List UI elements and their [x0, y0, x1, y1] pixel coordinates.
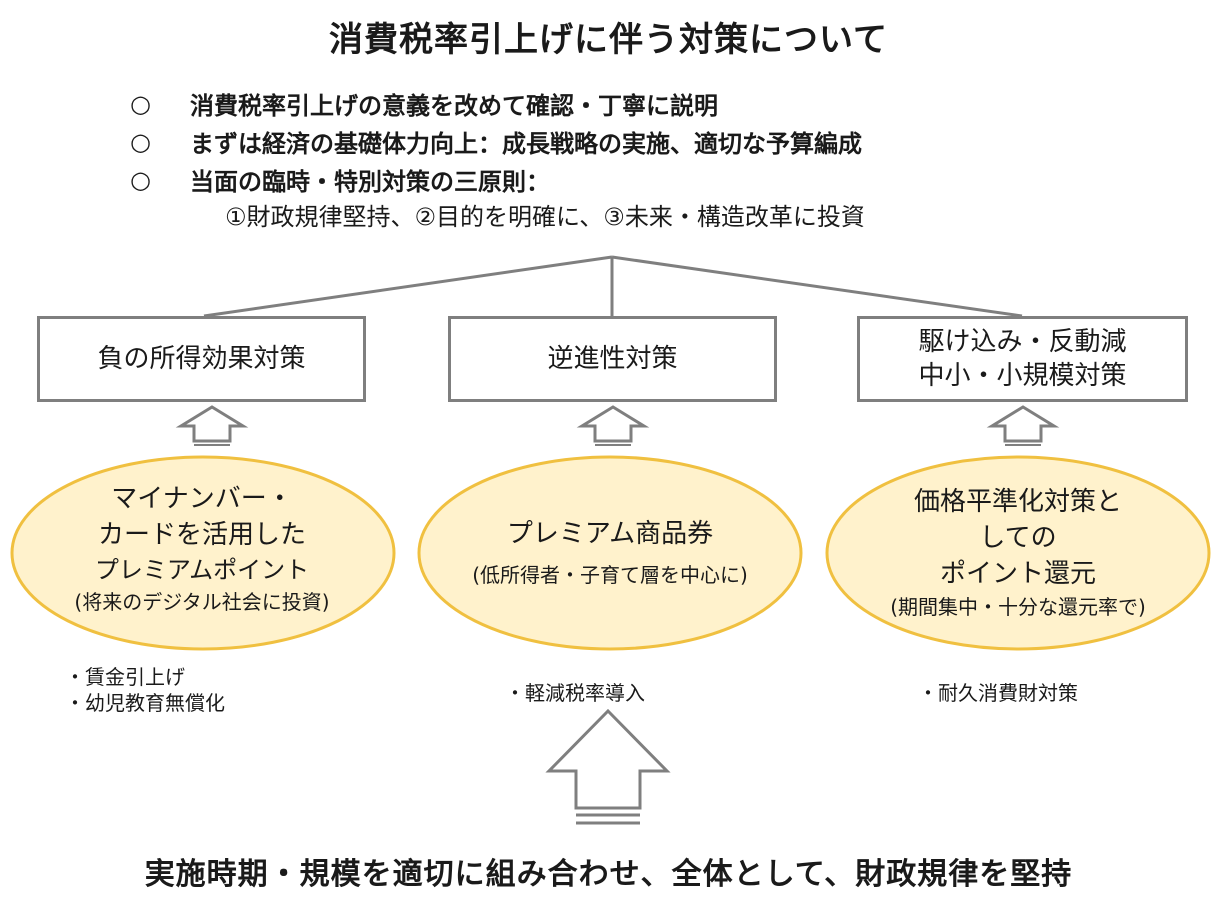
box-label: 負の所得効果対策 — [97, 344, 306, 374]
circle-bullet-icon: ○ — [130, 165, 151, 194]
notes-right: ・耐久消費財対策 — [918, 680, 1078, 706]
box-negative-income-effect: 負の所得効果対策 — [37, 316, 366, 402]
box-label: 中小・小規模対策 — [918, 361, 1127, 391]
oval-heading: マイナンバー・ — [111, 484, 293, 514]
principle-text: 当面の臨時・特別対策の三原則： — [190, 168, 550, 196]
note-item: ・軽減税率導入 — [505, 681, 645, 705]
principle-item: ○ 消費税率引上げの意義を改めて確認・丁寧に説明 — [130, 86, 718, 121]
principle-text: 消費税率引上げの意義を改めて確認・丁寧に説明 — [190, 92, 718, 120]
oval-text-point-rebate: 価格平準化対策と しての ポイント還元 (期間集中・十分な還元率で) — [828, 484, 1208, 622]
box-regressivity: 逆進性対策 — [448, 316, 777, 402]
principle-item: ○ まずは経済の基礎体力向上：成長戦略の実施、適切な予算編成 — [130, 124, 862, 159]
note-item: ・耐久消費財対策 — [918, 681, 1078, 705]
oval-point-rebate — [825, 455, 1211, 651]
box-label: 駆け込み・反動減 — [918, 327, 1127, 357]
three-principles-detail: ①財政規律堅持、②目的を明確に、③未来・構造改革に投資 — [225, 203, 865, 231]
oval-heading: ポイント還元 — [939, 559, 1096, 589]
page-title: 消費税率引上げに伴う対策について — [329, 20, 888, 60]
up-arrow-icon — [175, 405, 249, 443]
notes-center: ・軽減税率導入 — [505, 680, 645, 706]
conclusion-text: 実施時期・規模を適切に組み合わせ、全体として、財政規律を堅持 — [144, 857, 1073, 892]
principle-text: まずは経済の基礎体力向上：成長戦略の実施、適切な予算編成 — [190, 130, 862, 158]
oval-heading: プレミアム商品券 — [506, 519, 714, 549]
oval-mynumber-point — [10, 455, 396, 651]
oval-subheading: プレミアムポイント — [94, 556, 310, 584]
principle-item: ○ 当面の臨時・特別対策の三原則： — [130, 162, 550, 197]
oval-note: (低所得者・子育て層を中心に) — [472, 563, 748, 587]
notes-left: ・賃金引上げ ・幼児教育無償化 — [65, 664, 225, 716]
oval-heading: 価格平準化対策と — [913, 487, 1122, 517]
note-item: ・幼児教育無償化 — [65, 691, 225, 715]
circle-bullet-icon: ○ — [130, 89, 151, 118]
up-arrow-icon — [986, 405, 1060, 443]
box-rush-demand-sme: 駆け込み・反動減 中小・小規模対策 — [857, 316, 1188, 402]
oval-heading: カードを活用した — [97, 520, 306, 550]
connector-right — [611, 255, 1023, 318]
oval-note: (将来のデジタル社会に投資) — [74, 590, 330, 614]
note-item: ・賃金引上げ — [65, 665, 185, 689]
connector-left — [203, 255, 613, 318]
oval-text-voucher: プレミアム商品券 (低所得者・子育て層を中心に) — [420, 516, 800, 590]
up-arrow-icon — [576, 405, 650, 443]
circle-bullet-icon: ○ — [130, 127, 151, 156]
oval-text-mynumber: マイナンバー・ カードを活用した プレミアムポイント (将来のデジタル社会に投資… — [12, 481, 392, 617]
large-up-arrow-icon — [545, 708, 671, 810]
oval-premium-voucher — [417, 455, 803, 651]
tree-connector — [203, 255, 1023, 318]
oval-note: (期間集中・十分な還元率で) — [890, 595, 1146, 619]
box-label: 逆進性対策 — [547, 344, 678, 374]
oval-heading: しての — [979, 523, 1057, 553]
